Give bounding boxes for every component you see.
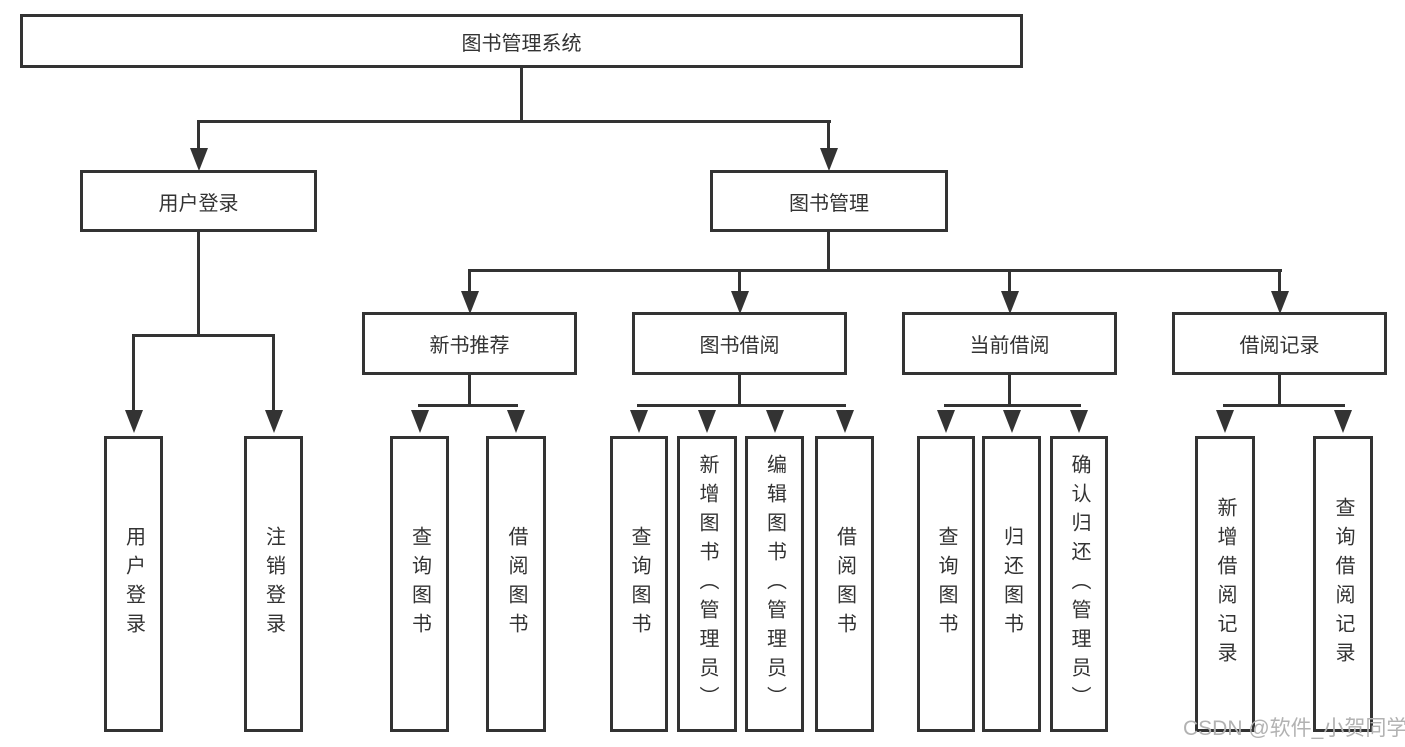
connector-userlogin-hline <box>132 334 275 337</box>
connector-group3-drop <box>1278 269 1281 295</box>
node-new-book-recommend: 新书推荐 <box>362 312 577 375</box>
leaf-edit-books-admin: 编辑图书（管理员） <box>745 436 804 732</box>
leaf-label: 新增借阅记录 <box>1214 497 1236 671</box>
connector-level1-hline <box>197 120 831 123</box>
leaf-label: 查询借阅记录 <box>1332 497 1354 671</box>
node-group-label: 图书借阅 <box>699 335 780 357</box>
leaf-query-books: 查询图书 <box>390 436 449 732</box>
leaf-borrow-books: 借阅图书 <box>815 436 874 732</box>
arrow-down-icon <box>1271 291 1289 314</box>
connector-userlogin-leaf0-drop <box>132 334 135 412</box>
leaf-label: 归还图书 <box>1000 526 1023 642</box>
leaf-logout: 注销登录 <box>244 436 303 732</box>
leaf-label: 查询图书 <box>935 526 957 642</box>
leaf-label: 新增图书（管理员） <box>696 453 718 715</box>
leaf-label: 确认归还（管理员） <box>1068 453 1090 715</box>
leaf-label: 用户登录 <box>122 526 145 642</box>
leaf-label: 注销登录 <box>262 526 285 642</box>
connector-bookmgmt-drop <box>827 120 830 152</box>
connector-userlogin-stem <box>197 232 200 337</box>
arrow-down-icon <box>507 410 525 433</box>
connector-g3-stem <box>1278 375 1281 407</box>
arrow-down-icon <box>190 148 208 171</box>
connector-g1-hline <box>637 404 846 407</box>
arrow-down-icon <box>1003 410 1021 433</box>
node-current-borrow: 当前借阅 <box>902 312 1117 375</box>
connector-bookmgmt-stem <box>827 232 830 272</box>
node-group-label: 当前借阅 <box>969 335 1050 357</box>
node-user-login-label: 用户登录 <box>158 192 239 215</box>
arrow-down-icon <box>1334 410 1352 433</box>
leaf-label: 编辑图书（管理员） <box>763 453 786 715</box>
arrow-down-icon <box>836 410 854 433</box>
leaf-query-borrow-record: 查询借阅记录 <box>1313 436 1373 732</box>
arrow-down-icon <box>937 410 955 433</box>
leaf-add-books-admin: 新增图书（管理员） <box>677 436 737 732</box>
arrow-down-icon <box>630 410 648 433</box>
connector-userlogin-drop <box>197 120 200 152</box>
leaf-add-borrow-record: 新增借阅记录 <box>1195 436 1255 732</box>
node-group-label: 新书推荐 <box>429 335 510 357</box>
csdn-watermark: CSDN @软件_小贺同学 <box>1183 717 1405 740</box>
arrow-down-icon <box>411 410 429 433</box>
arrow-down-icon <box>698 410 716 433</box>
node-root-label: 图书管理系统 <box>461 32 582 55</box>
arrow-down-icon <box>125 410 143 433</box>
leaf-label: 查询图书 <box>408 526 431 642</box>
leaf-label: 查询图书 <box>628 526 650 642</box>
leaf-user-login: 用户登录 <box>104 436 163 732</box>
leaf-borrow-books: 借阅图书 <box>486 436 546 732</box>
leaf-query-books: 查询图书 <box>610 436 668 732</box>
connector-group2-drop <box>1008 269 1011 295</box>
arrow-down-icon <box>461 291 479 314</box>
arrow-down-icon <box>265 410 283 433</box>
leaf-label: 借阅图书 <box>833 526 856 642</box>
connector-group1-drop <box>738 269 741 295</box>
leaf-confirm-return-admin: 确认归还（管理员） <box>1050 436 1108 732</box>
connector-userlogin-leaf1-drop <box>272 334 275 412</box>
connector-g3-hline <box>1223 404 1345 407</box>
connector-g2-hline <box>944 404 1081 407</box>
leaf-query-books: 查询图书 <box>917 436 975 732</box>
leaf-return-books: 归还图书 <box>982 436 1041 732</box>
node-book-mgmt: 图书管理 <box>710 170 948 232</box>
arrow-down-icon <box>1070 410 1088 433</box>
connector-root-stem <box>520 68 523 122</box>
connector-group0-drop <box>468 269 471 295</box>
connector-g2-stem <box>1008 375 1011 407</box>
connector-groups-hline <box>468 269 1282 272</box>
arrow-down-icon <box>1001 291 1019 314</box>
arrow-down-icon <box>820 148 838 171</box>
node-borrow-record: 借阅记录 <box>1172 312 1387 375</box>
node-root: 图书管理系统 <box>20 14 1023 68</box>
arrow-down-icon <box>1216 410 1234 433</box>
leaf-label: 借阅图书 <box>505 526 527 642</box>
node-book-mgmt-label: 图书管理 <box>789 192 869 215</box>
connector-g1-stem <box>738 375 741 407</box>
arrow-down-icon <box>766 410 784 433</box>
arrow-down-icon <box>731 291 749 314</box>
node-user-login: 用户登录 <box>80 170 317 232</box>
node-book-borrow: 图书借阅 <box>632 312 847 375</box>
connector-g0-hline <box>418 404 518 407</box>
connector-g0-stem <box>468 375 471 407</box>
node-group-label: 借阅记录 <box>1239 335 1320 357</box>
